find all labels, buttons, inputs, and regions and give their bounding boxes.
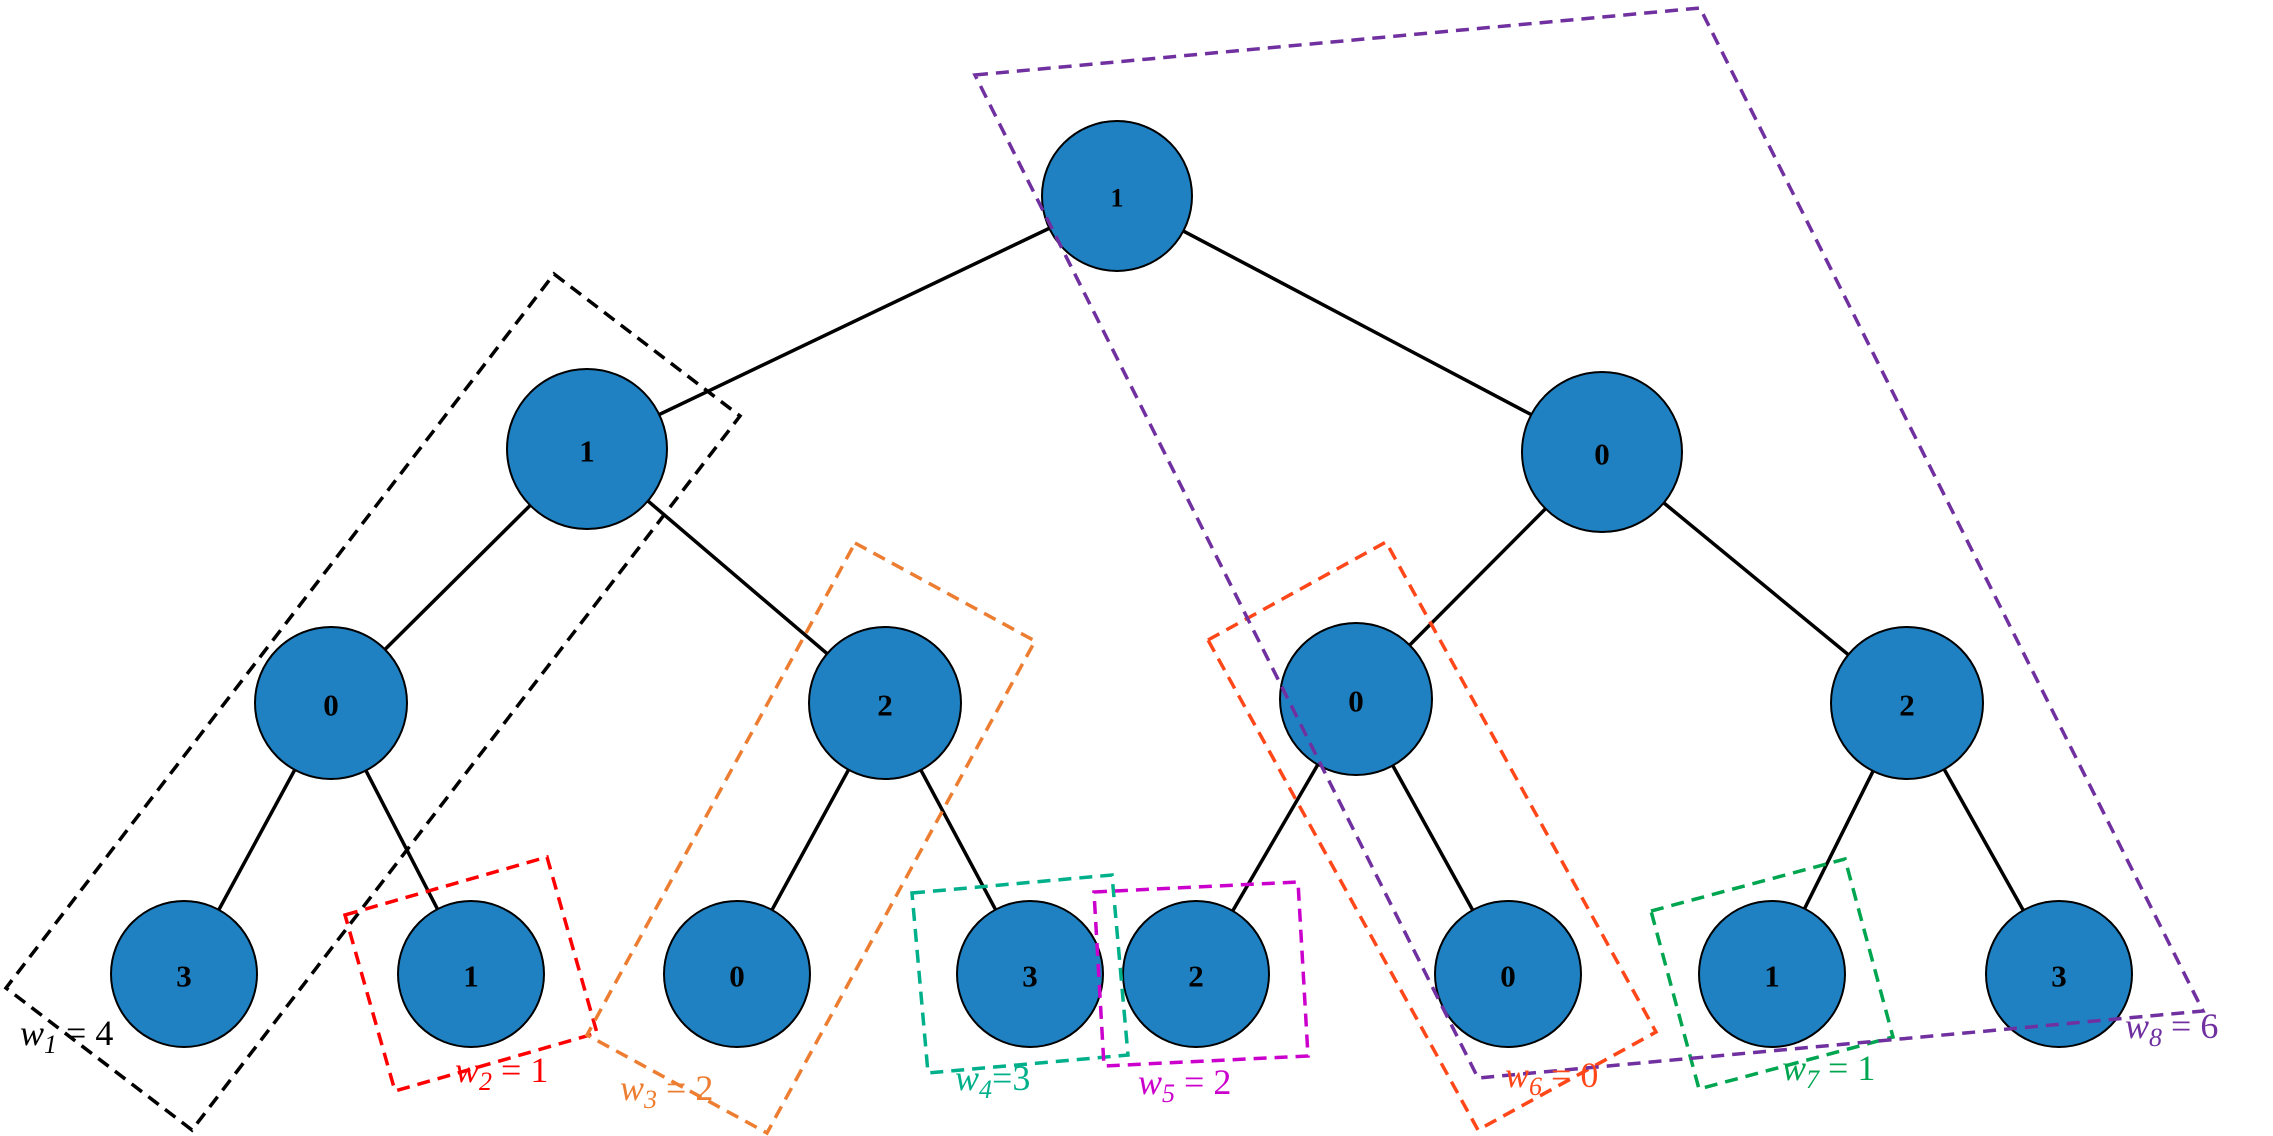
- path-weight-box-w4: [910, 873, 1130, 1075]
- tree-node-L2b: [808, 626, 962, 780]
- tree-node-L1a: [506, 368, 668, 530]
- tree-node-leaf8: [1985, 900, 2133, 1048]
- tree-node-root: [1041, 120, 1193, 272]
- path-weight-box-w6: [1205, 539, 1659, 1133]
- node-value-label-leaf6: 0: [1500, 959, 1516, 994]
- node-value-label-leaf1: 3: [176, 959, 192, 994]
- path-weight-box-w7: [1648, 856, 1896, 1092]
- node-value-label-leaf7: 1: [1764, 959, 1780, 994]
- weight-label-w3: w3 = 2: [620, 1068, 713, 1114]
- tree-node-leaf1: [110, 900, 258, 1048]
- weight-label-w5: w5 = 2: [1138, 1062, 1231, 1108]
- node-value-label-leaf5: 2: [1188, 959, 1204, 994]
- tree-node-L1b: [1521, 371, 1683, 533]
- path-weight-box-w5: [1092, 880, 1310, 1068]
- node-value-label-leaf8: 3: [2051, 959, 2067, 994]
- node-value-label-root: 1: [1111, 184, 1124, 213]
- node-value-label-L1a: 1: [579, 434, 595, 469]
- tree-edge-root-L1a: [586, 194, 1118, 451]
- tree-node-leaf4: [956, 900, 1104, 1048]
- node-value-label-L2a: 0: [323, 688, 339, 723]
- weight-label-w7: w7 = 1: [1782, 1048, 1875, 1094]
- node-value-label-leaf4: 3: [1022, 959, 1038, 994]
- tree-node-L2d: [1830, 626, 1984, 780]
- node-value-label-L2c: 0: [1348, 684, 1364, 719]
- tree-node-L2a: [254, 626, 408, 780]
- node-value-label-L2d: 2: [1899, 688, 1915, 723]
- node-value-label-leaf2: 1: [463, 959, 479, 994]
- tree-node-leaf3: [663, 900, 811, 1048]
- path-weight-box-w8: [972, 6, 2206, 1080]
- tree-node-leaf2: [397, 900, 545, 1048]
- weight-label-w6: w6 = 0: [1505, 1055, 1598, 1101]
- tree-node-leaf7: [1698, 900, 1846, 1048]
- tree-edge-root-L1b: [1116, 194, 1603, 454]
- tree-node-L2c: [1279, 622, 1433, 776]
- weight-label-w8: w8 = 6: [2125, 1006, 2218, 1052]
- path-weight-box-w1: [3, 271, 743, 1133]
- tree-node-leaf5: [1122, 900, 1270, 1048]
- node-value-label-L1b: 0: [1594, 437, 1610, 472]
- weight-label-w2: w2 = 1: [455, 1050, 548, 1096]
- tree-node-leaf6: [1434, 900, 1582, 1048]
- weight-label-w1: w1 = 4: [20, 1013, 113, 1059]
- node-value-label-L2b: 2: [877, 688, 893, 723]
- path-weight-box-w3: [584, 540, 1038, 1136]
- weight-label-w4: w4=3: [955, 1058, 1030, 1104]
- node-value-label-leaf3: 0: [729, 959, 745, 994]
